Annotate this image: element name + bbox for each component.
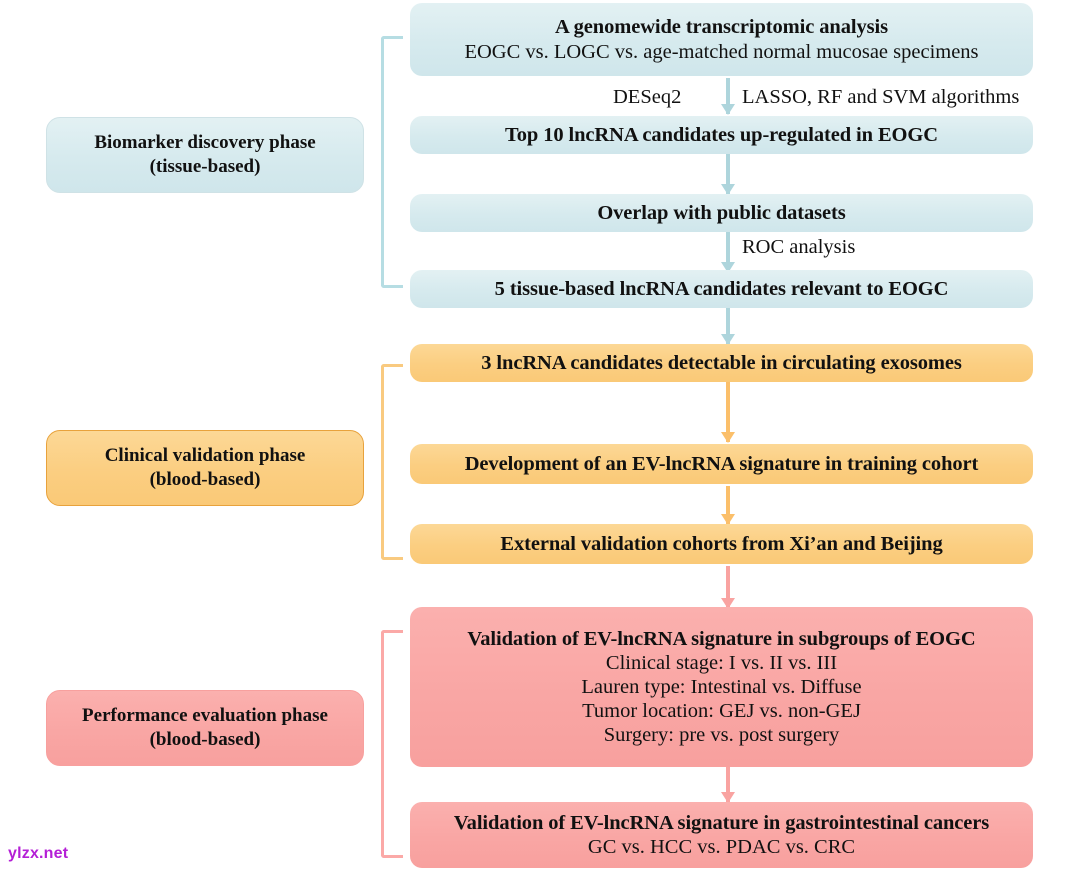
node-subline: Surgery: pre vs. post surgery <box>603 724 840 747</box>
phase-label-line2: (blood-based) <box>149 729 261 750</box>
phase-label-clinical-validation: Clinical validation phase (blood-based) <box>46 430 364 506</box>
connector-shaft <box>726 566 730 608</box>
phase-label-line1: Clinical validation phase <box>104 445 306 467</box>
node-subline: EOGC vs. LOGC vs. age-matched normal muc… <box>464 40 979 63</box>
connector-shaft <box>726 154 730 194</box>
bracket-clinical-validation <box>381 364 403 560</box>
node-five-tissue-lncrna: 5 tissue-based lncRNA candidates relevan… <box>410 270 1033 308</box>
node-title: Overlap with public datasets <box>597 201 846 224</box>
connector-shaft <box>726 306 730 344</box>
node-ev-lncrna-signature-training: Development of an EV-lncRNA signature in… <box>410 444 1033 484</box>
phase-label-biomarker-discovery: Biomarker discovery phase (tissue-based) <box>46 117 364 193</box>
node-top10-lncrna: Top 10 lncRNA candidates up-regulated in… <box>410 116 1033 154</box>
phase-label-line2: (blood-based) <box>149 469 261 490</box>
phase-label-line1: Performance evaluation phase <box>82 705 328 727</box>
node-title: 5 tissue-based lncRNA candidates relevan… <box>494 277 949 300</box>
node-title: 3 lncRNA candidates detectable in circul… <box>481 351 962 374</box>
node-three-lncrna-exosomes: 3 lncRNA candidates detectable in circul… <box>410 344 1033 382</box>
edge-label-lasso-rf-svm: LASSO, RF and SVM algorithms <box>742 86 1020 108</box>
arrow-head-icon <box>721 432 735 443</box>
arrow-head-icon <box>721 792 735 803</box>
node-overlap-public-datasets: Overlap with public datasets <box>410 194 1033 232</box>
bracket-biomarker-discovery <box>381 36 403 288</box>
node-title: Top 10 lncRNA candidates up-regulated in… <box>505 123 938 146</box>
site-watermark: ylzx.net <box>8 845 69 862</box>
node-title: A genomewide transcriptomic analysis <box>555 16 888 39</box>
node-validation-subgroups-eogc: Validation of EV-lncRNA signature in sub… <box>410 607 1033 767</box>
connector-shaft <box>726 486 730 524</box>
phase-label-performance-evaluation: Performance evaluation phase (blood-base… <box>46 690 364 766</box>
bracket-performance-evaluation <box>381 630 403 858</box>
arrow-head-icon <box>721 184 735 195</box>
node-genomewide-analysis: A genomewide transcriptomic analysis EOG… <box>410 3 1033 76</box>
arrow-head-icon <box>721 514 735 525</box>
edge-label-roc-analysis: ROC analysis <box>742 236 856 258</box>
phase-label-line1: Biomarker discovery phase <box>94 132 316 154</box>
connector-shaft <box>726 766 730 802</box>
arrow-head-icon <box>721 262 735 273</box>
arrow-head-icon <box>721 104 735 115</box>
node-subline: Tumor location: GEJ vs. non-GEJ <box>582 700 861 723</box>
connector-shaft <box>726 232 730 272</box>
arrow-head-icon <box>721 598 735 609</box>
connector-shaft <box>726 381 730 442</box>
node-title: Validation of EV-lncRNA signature in gas… <box>453 811 990 834</box>
node-external-validation-cohorts: External validation cohorts from Xi’an a… <box>410 524 1033 564</box>
node-subline: GC vs. HCC vs. PDAC vs. CRC <box>587 836 856 858</box>
node-subline: Clinical stage: I vs. II vs. III <box>605 651 838 674</box>
arrow-head-icon <box>721 334 735 345</box>
edge-label-deseq2: DESeq2 <box>613 86 682 108</box>
node-title: Development of an EV-lncRNA signature in… <box>464 452 979 475</box>
node-validation-gi-cancers: Validation of EV-lncRNA signature in gas… <box>410 802 1033 868</box>
node-title: Validation of EV-lncRNA signature in sub… <box>467 627 976 650</box>
node-subline: Lauren type: Intestinal vs. Diffuse <box>581 675 862 698</box>
connector-shaft <box>726 78 730 114</box>
phase-label-line2: (tissue-based) <box>149 156 261 177</box>
node-title: External validation cohorts from Xi’an a… <box>500 532 943 555</box>
